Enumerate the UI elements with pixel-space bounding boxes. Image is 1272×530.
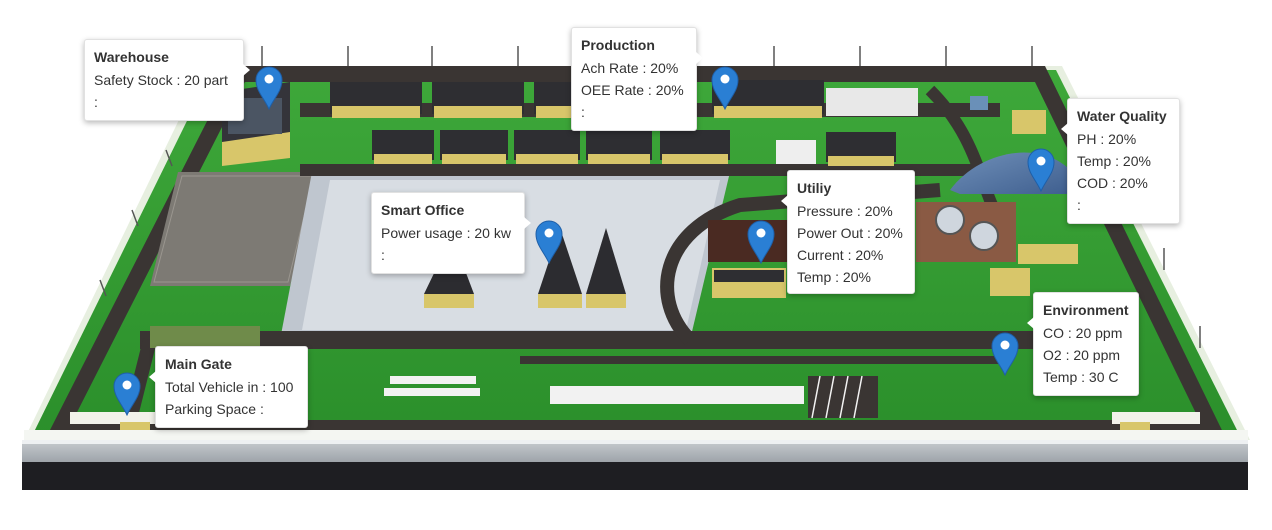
card-pointer — [243, 64, 250, 76]
utility-pressure: Pressure : 20% — [797, 203, 893, 219]
water-extra-row: : — [1077, 197, 1081, 213]
production-info-card[interactable]: Production Ach Rate : 20% OEE Rate : 20%… — [571, 27, 703, 131]
production-map-pin-icon[interactable] — [710, 64, 740, 110]
card-pointer — [524, 217, 531, 229]
water-temp: Temp : 20% — [1077, 153, 1151, 169]
warehouse-map-pin-icon[interactable] — [254, 64, 284, 110]
smart-office-map-pin-icon[interactable] — [534, 218, 564, 264]
production-title: Production — [581, 37, 655, 53]
production-buildings — [330, 80, 918, 166]
water-quality-map-pin-icon[interactable] — [1026, 146, 1056, 192]
card-pointer — [781, 195, 788, 207]
environment-temp: Temp : 30 C — [1043, 369, 1119, 385]
production-oee-rate: OEE Rate : 20% — [581, 82, 684, 98]
water-quality-title: Water Quality — [1077, 108, 1167, 124]
water-cod: COD : 20% — [1077, 175, 1148, 191]
production-extra-row: : — [581, 104, 585, 120]
warehouse-safety-stock: Safety Stock : 20 part — [94, 72, 228, 88]
utility-title: Utiliy — [797, 180, 832, 196]
card-pointer — [149, 371, 156, 383]
main-gate-info-card[interactable]: Main Gate Total Vehicle in : 100 Parking… — [149, 346, 308, 428]
environment-info-card[interactable]: Environment CO : 20 ppm O2 : 20 ppm Temp… — [1027, 292, 1139, 396]
card-pointer — [1061, 123, 1068, 135]
front-wall — [24, 430, 1248, 440]
parking-lot — [150, 172, 318, 286]
water-ph: PH : 20% — [1077, 131, 1137, 147]
environment-o2: O2 : 20 ppm — [1043, 347, 1121, 363]
environment-title: Environment — [1043, 302, 1129, 318]
utility-area — [708, 202, 1078, 298]
smart-office-title: Smart Office — [381, 202, 465, 218]
utility-info-card[interactable]: Utiliy Pressure : 20% Power Out : 20% Cu… — [781, 170, 915, 294]
smart-office-extra-row: : — [381, 247, 385, 263]
warehouse-extra-row: : — [94, 94, 98, 110]
card-pointer — [696, 52, 703, 64]
production-ach-rate: Ach Rate : 20% — [581, 60, 679, 76]
main-gate-total-vehicle: Total Vehicle in : 100 — [165, 379, 294, 395]
warehouse-title: Warehouse — [94, 49, 169, 65]
water-quality-info-card[interactable]: Water Quality PH : 20% Temp : 20% COD : … — [1061, 98, 1180, 224]
map-base — [22, 440, 1248, 490]
warehouse-info-card[interactable]: Warehouse Safety Stock : 20 part : — [84, 39, 250, 121]
utility-temp: Temp : 20% — [797, 269, 871, 285]
utility-power-out: Power Out : 20% — [797, 225, 903, 241]
utility-current: Current : 20% — [797, 247, 884, 263]
parking-stripes — [384, 356, 1000, 419]
card-pointer — [1027, 317, 1034, 329]
utility-map-pin-icon[interactable] — [746, 218, 776, 264]
smart-office-power-usage: Power usage : 20 kw — [381, 225, 511, 241]
main-gate-map-pin-icon[interactable] — [112, 370, 142, 416]
environment-map-pin-icon[interactable] — [990, 330, 1020, 376]
light-poles — [99, 46, 1201, 348]
main-gate — [70, 326, 1200, 436]
main-gate-parking-space: Parking Space : — [165, 401, 264, 417]
main-gate-title: Main Gate — [165, 356, 232, 372]
smart-office-info-card[interactable]: Smart Office Power usage : 20 kw : — [371, 192, 531, 274]
environment-co: CO : 20 ppm — [1043, 325, 1123, 341]
